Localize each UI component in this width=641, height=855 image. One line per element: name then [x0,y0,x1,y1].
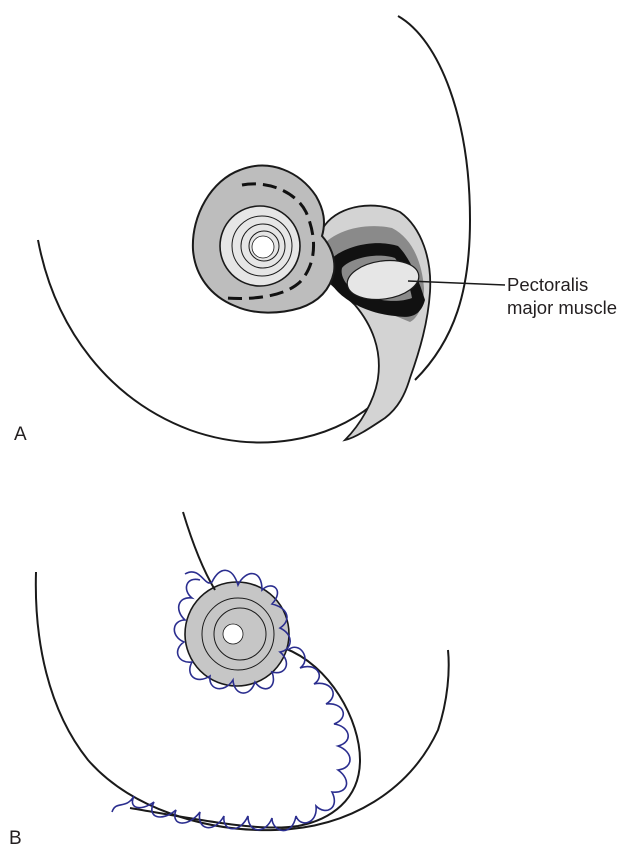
nipple-b [223,624,243,644]
suture-thread-line [183,512,215,590]
callout-label-line1: Pectoralis [507,274,588,295]
panel-b: B [9,512,449,849]
areola-a [220,206,300,286]
panel-a: Pectoralis major muscle A [14,16,617,445]
panel-label-b: B [9,828,22,849]
nipple-a [252,236,274,258]
callout-label-line2: major muscle [507,297,617,318]
panel-label-a: A [14,424,27,445]
